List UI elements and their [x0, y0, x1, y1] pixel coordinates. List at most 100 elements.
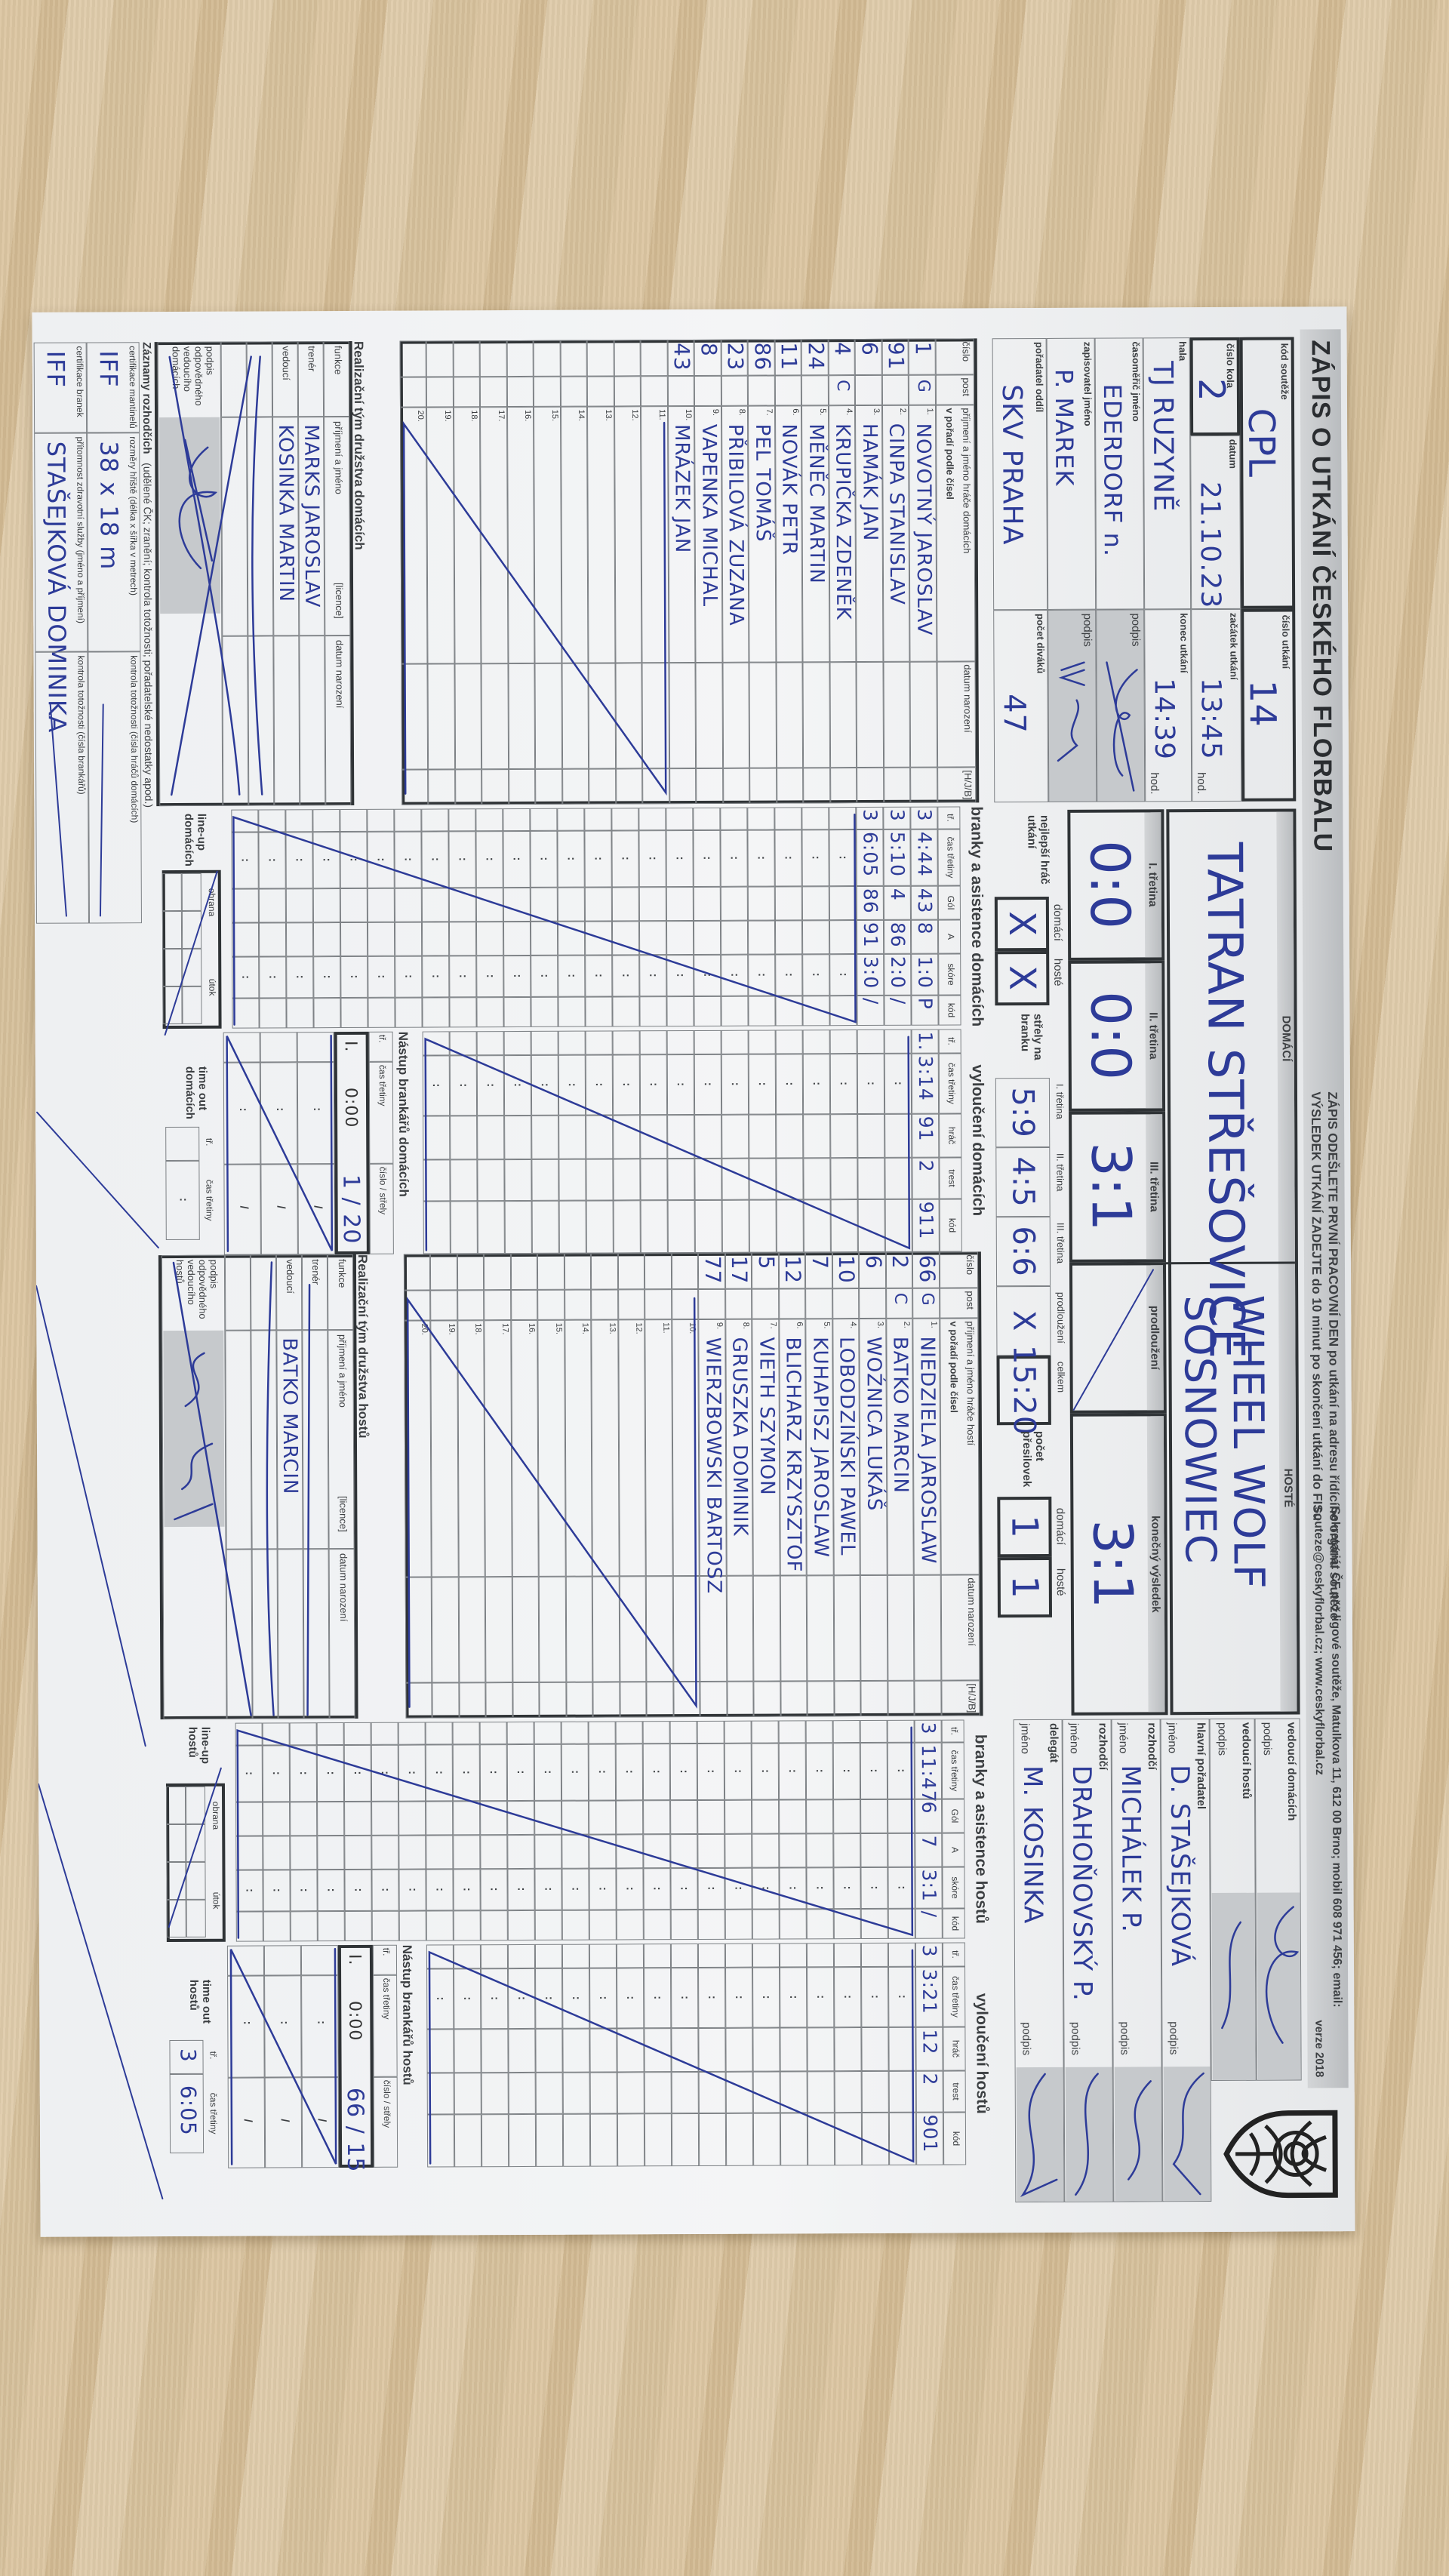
roster-cell [480, 340, 507, 377]
player-name: HAMÁK JAN [858, 423, 881, 542]
home-penalties-row: : [585, 1030, 614, 1254]
column-header: skóre [949, 1876, 961, 1899]
roster-cell [485, 1577, 513, 1683]
column-header: [H/J/B] [962, 770, 974, 800]
roster-cell [458, 1577, 486, 1683]
roster-cell [909, 661, 938, 768]
player-name: PEL TOMÁŠ [751, 423, 774, 543]
grid-cell [669, 1720, 697, 1744]
grid-cell [371, 1722, 398, 1745]
lineup-cell [162, 986, 183, 1025]
time-placeholder: : [728, 973, 742, 977]
roster-cell [672, 1575, 700, 1682]
record-value: 38 x 18 m [94, 441, 124, 571]
home-goals-row: :: [720, 807, 749, 1026]
column-header: příjmení a jméno hráče domácích [961, 408, 973, 554]
grid-cell [235, 1722, 263, 1746]
grid-cell [481, 2114, 509, 2168]
roster-cell [534, 340, 561, 377]
roster-cell [592, 1576, 620, 1682]
player-name: GRUSZKA DOMINIK [728, 1337, 752, 1537]
grid-cell [450, 1159, 478, 1202]
time-placeholder: : [238, 858, 252, 863]
home-roster-row: 15. [534, 340, 563, 805]
guest-penalties-row: : [561, 1944, 591, 2167]
time-placeholder: : [841, 1885, 854, 1890]
goalies-cell [260, 1164, 298, 1255]
time-placeholder: : [706, 1995, 719, 1999]
grid-cell [612, 996, 640, 1027]
grid-cell [584, 921, 613, 956]
grid-cell [557, 921, 586, 956]
row-number: 7. [768, 1322, 778, 1329]
time-placeholder: : [619, 856, 632, 860]
scorer-label: zapisovatel jméno [1081, 341, 1094, 426]
period-label: II. třetina [1146, 1012, 1160, 1060]
roster-cell [801, 375, 829, 406]
player-number: 8 [696, 342, 721, 357]
guest-penalties-row: : [833, 1943, 863, 2166]
goalies-cell [227, 1975, 265, 2078]
home-penalties-row: : [558, 1030, 586, 1254]
number-placeholder: / [315, 2119, 328, 2122]
roster-cell [432, 1682, 460, 1719]
roster-cell [508, 663, 536, 770]
guest-goals-row: :: [615, 1721, 644, 1940]
grid-cell [557, 887, 585, 922]
grid-cell [724, 1943, 753, 1968]
goalie-period: I. [344, 1953, 365, 1966]
home-penalties-row: : [666, 1029, 695, 1254]
grid-cell [801, 807, 829, 830]
penalties-value: 3:14 [914, 1055, 937, 1101]
row-number: 15. [554, 1322, 564, 1335]
grid-cell [258, 809, 286, 833]
grid-cell [586, 1159, 614, 1201]
goals-value: 5:10 [886, 831, 909, 878]
roster-cell [669, 768, 697, 805]
goalies-cell [223, 1032, 260, 1063]
pp-home-label: domácí [1054, 1507, 1067, 1546]
home-goalies-title: Nástup brankářů domácích [395, 1031, 411, 1197]
match-number-label: číslo utkání [1280, 614, 1292, 669]
match-date-label: datum [1227, 439, 1239, 469]
roster-cell [430, 1320, 459, 1577]
home-penalties-title: vyloučení domácích [968, 1064, 987, 1217]
grid-cell [231, 809, 259, 833]
column-header: čas třetiny [949, 1750, 961, 1792]
guest-penalties-title: vyloučení hostů [973, 1993, 991, 2114]
grid-cell [535, 2028, 563, 2073]
column-header: datum narození [334, 640, 346, 709]
column-header: příjmení a jméno [333, 421, 345, 494]
timekeeper-value: EDERDORF n. [1097, 383, 1128, 558]
home-penalties-row: : [531, 1030, 559, 1254]
grid-cell [694, 1114, 722, 1159]
time-placeholder: : [311, 1107, 325, 1112]
guest-goals-row: :: [724, 1720, 752, 1940]
goalies-cell [227, 2077, 266, 2168]
roster-cell [506, 406, 535, 664]
roster-cell [565, 1289, 592, 1320]
grid-cell [481, 2073, 509, 2115]
guest-penalties-row: : [888, 1942, 917, 2165]
roster-cell [587, 340, 614, 377]
grid-cell [644, 2072, 672, 2114]
lineup-cell [162, 948, 183, 987]
hall-label: hala [1177, 341, 1189, 362]
time-placeholder: : [565, 1082, 579, 1087]
grid-cell [589, 2113, 618, 2167]
roster-cell [537, 1253, 565, 1290]
grid-cell [588, 1721, 616, 1744]
grid-cell [616, 1944, 645, 1968]
scorer-signature-field: podpis [1048, 609, 1097, 802]
best-home-mark: X [1000, 911, 1044, 937]
shots-period-label: prodloužení [1055, 1291, 1067, 1343]
lineup-defence-label: obrana [206, 888, 217, 917]
grid-cell [453, 1910, 481, 1941]
version-label: verze 2018 [1312, 2020, 1326, 2078]
roster-cell [591, 1319, 620, 1577]
grid-cell [802, 1029, 830, 1054]
